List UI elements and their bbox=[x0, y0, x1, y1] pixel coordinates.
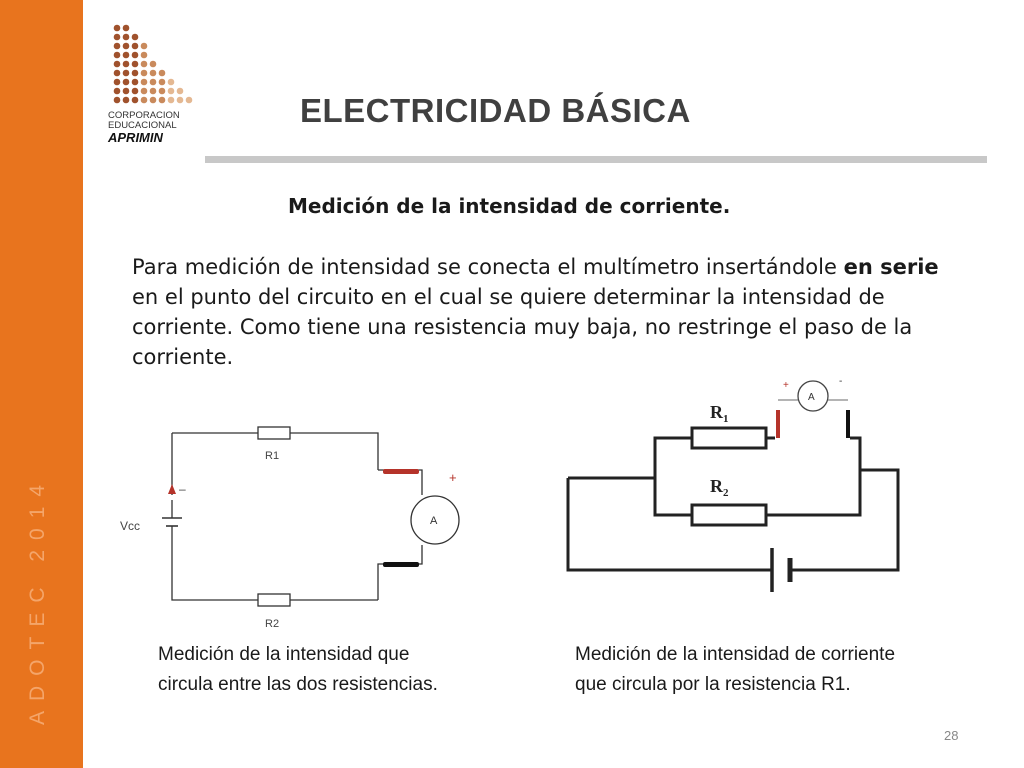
caption-left: Medición de la intensidad que circula en… bbox=[158, 644, 438, 695]
wire-bottom-left bbox=[171, 535, 258, 601]
label-r2: R2 bbox=[265, 618, 279, 630]
logo-dot bbox=[122, 51, 130, 59]
label-r2-sub: 2 bbox=[723, 487, 729, 499]
sidebar: ADOTEC 2014 bbox=[0, 0, 83, 768]
logo-dot bbox=[131, 51, 139, 59]
logo-dot bbox=[140, 51, 148, 59]
logo-dot bbox=[113, 33, 121, 41]
logo-dot bbox=[140, 78, 148, 86]
section-subtitle: Medición de la intensidad de corriente. bbox=[288, 194, 731, 218]
label-vcc: Vcc bbox=[120, 519, 140, 533]
logo-dot bbox=[122, 69, 130, 77]
logo-dot bbox=[140, 69, 148, 77]
logo-dot bbox=[167, 96, 175, 104]
label-plus: + bbox=[783, 380, 789, 391]
logo-dot bbox=[158, 69, 166, 77]
ammeter-circle bbox=[410, 495, 460, 545]
page-number: 28 bbox=[944, 728, 959, 743]
logo-dot bbox=[122, 42, 130, 50]
resistor-r1 bbox=[257, 426, 291, 440]
page-title: ELECTRICIDAD BÁSICA bbox=[300, 92, 691, 129]
logo-dot bbox=[140, 42, 148, 50]
logo-dot bbox=[131, 69, 139, 77]
resistor-r1 bbox=[690, 426, 768, 450]
logo-dot bbox=[113, 87, 121, 95]
label-r1-sub: 1 bbox=[723, 413, 729, 425]
logo-dot bbox=[140, 87, 148, 95]
logo-dot bbox=[122, 78, 130, 86]
header-rule bbox=[205, 156, 987, 163]
logo-dot bbox=[149, 78, 157, 86]
logo-dots bbox=[113, 24, 193, 104]
logo-dot bbox=[113, 24, 121, 32]
wire-left-outer bbox=[566, 478, 772, 572]
logo-dot bbox=[131, 60, 139, 68]
red-probe bbox=[383, 469, 419, 474]
label-r2: R bbox=[710, 476, 724, 496]
circuit-diagram-right: R 1 R 2 A + - bbox=[566, 376, 900, 592]
wire-meter-bottom bbox=[377, 545, 423, 600]
logo-dot bbox=[176, 96, 184, 104]
label-ammeter: A bbox=[430, 515, 438, 527]
logo-dot bbox=[149, 69, 157, 77]
label-r1: R bbox=[710, 402, 724, 422]
logo-dot bbox=[113, 96, 121, 104]
current-arrow bbox=[168, 484, 176, 494]
logo-dot bbox=[131, 33, 139, 41]
logo-dot bbox=[149, 60, 157, 68]
logo-dot bbox=[113, 42, 121, 50]
label-plus: + bbox=[449, 470, 457, 485]
logo-dot bbox=[113, 51, 121, 59]
logo-dot bbox=[122, 33, 130, 41]
label-ammeter: A bbox=[808, 392, 815, 403]
logo-dot bbox=[140, 96, 148, 104]
logo-dot bbox=[158, 78, 166, 86]
logo-dot bbox=[122, 96, 130, 104]
wire-right-upper bbox=[850, 436, 862, 478]
logo-dot bbox=[131, 78, 139, 86]
logo-dot bbox=[131, 96, 139, 104]
resistor-r2 bbox=[690, 503, 768, 527]
black-probe bbox=[383, 562, 419, 567]
logo-dot bbox=[167, 78, 175, 86]
wire-left-upper bbox=[568, 436, 692, 480]
logo: CORPORACION EDUCACIONAL APRIMIN bbox=[107, 24, 193, 145]
wire-left-lower bbox=[653, 478, 692, 517]
logo-dot bbox=[113, 78, 121, 86]
logo-dot bbox=[176, 87, 184, 95]
wire-r2-right bbox=[766, 470, 862, 517]
logo-dot bbox=[158, 87, 166, 95]
label-minus: - bbox=[839, 376, 842, 387]
paragraph-part2: en el punto del circuito en el cual se q… bbox=[132, 285, 913, 369]
logo-dot bbox=[185, 96, 193, 104]
logo-line1: CORPORACION bbox=[108, 110, 180, 121]
label-minus: – bbox=[179, 482, 186, 496]
logo-dot bbox=[140, 60, 148, 68]
sidebar-text: ADOTEC 2014 bbox=[26, 474, 49, 725]
logo-line3: APRIMIN bbox=[107, 130, 164, 145]
logo-dot bbox=[131, 42, 139, 50]
logo-dot bbox=[122, 60, 130, 68]
body-paragraph: Para medición de intensidad se conecta e… bbox=[132, 252, 942, 372]
wire-right-outer bbox=[792, 468, 900, 572]
ammeter-circle bbox=[797, 380, 829, 412]
logo-dot bbox=[149, 87, 157, 95]
label-r1: R1 bbox=[265, 450, 279, 462]
logo-dot bbox=[158, 96, 166, 104]
circuit-diagram-left: R1 R2 Vcc A + – bbox=[120, 426, 460, 630]
logo-dot bbox=[113, 60, 121, 68]
resistor-r2 bbox=[257, 593, 291, 607]
logo-dot bbox=[131, 87, 139, 95]
paragraph-bold: en serie bbox=[843, 255, 939, 279]
paragraph-part1: Para medición de intensidad se conecta e… bbox=[132, 255, 844, 279]
logo-dot bbox=[122, 24, 130, 32]
logo-line2: EDUCACIONAL bbox=[108, 120, 177, 131]
logo-dot bbox=[149, 96, 157, 104]
wire-top-right bbox=[290, 432, 379, 470]
logo-dot bbox=[122, 87, 130, 95]
logo-dot bbox=[113, 69, 121, 77]
caption-right: Medición de la intensidad de corriente q… bbox=[575, 644, 896, 695]
logo-dot bbox=[167, 87, 175, 95]
